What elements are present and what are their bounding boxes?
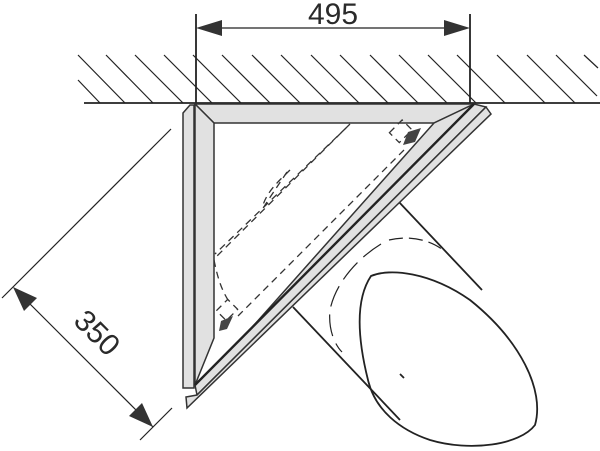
- arrowhead-left-icon: [196, 20, 222, 36]
- duct-cylinder: [292, 200, 539, 447]
- arrowhead-up-icon: [13, 287, 37, 311]
- depth-dimension: 350: [1, 128, 173, 441]
- width-dimension-label: 495: [308, 0, 358, 31]
- mount-bracket-icon: [219, 316, 233, 331]
- mount-bracket-icon: [403, 128, 421, 145]
- depth-dimension-label: 350: [67, 304, 126, 363]
- arrowhead-down-icon: [129, 403, 153, 427]
- wall-hatching: [77, 54, 600, 104]
- arrowhead-right-icon: [444, 20, 470, 36]
- hidden-internal-parts: [213, 119, 421, 331]
- width-dimension: 495: [195, 0, 471, 105]
- appliance-frame: [182, 102, 492, 410]
